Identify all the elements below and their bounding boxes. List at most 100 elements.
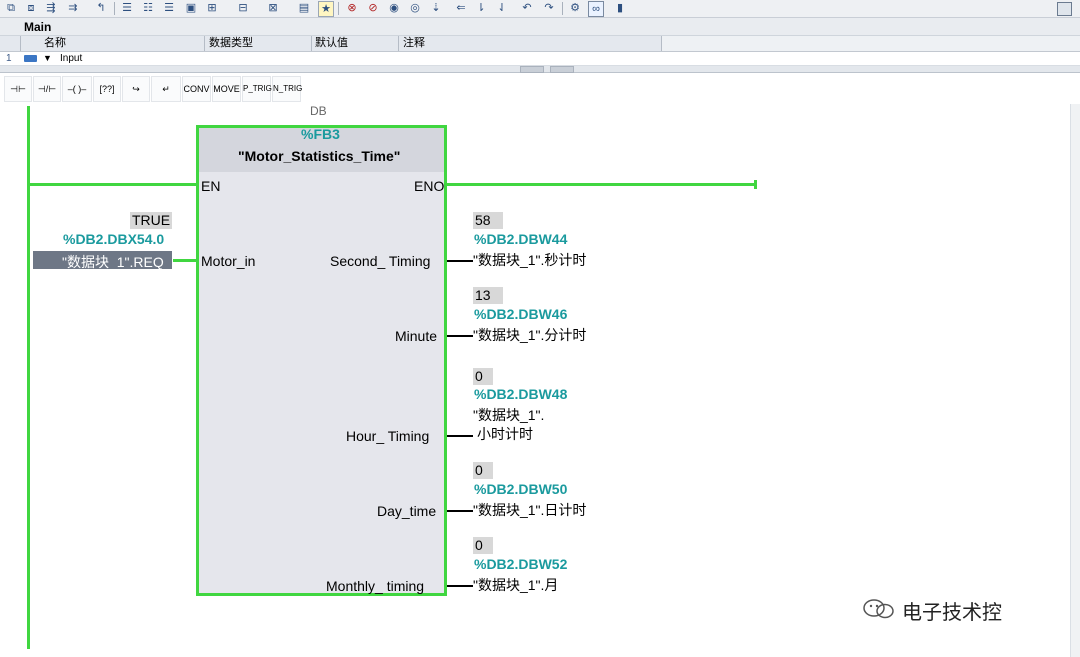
instance-db-label: DB (310, 104, 327, 118)
align-right-icon[interactable]: ☰ (164, 2, 174, 14)
day-time-pin[interactable]: Day_time (377, 503, 437, 519)
network-editor-canvas[interactable] (0, 104, 1080, 657)
fb-address: %FB3 (301, 126, 340, 142)
input-tag[interactable]: "数据块_1".REQ (62, 254, 164, 270)
close-branch-icon[interactable]: ⇉ (68, 2, 78, 14)
input-wire (173, 259, 198, 262)
pane-splitter[interactable] (0, 66, 1080, 73)
minute-tag[interactable]: "数据块_1".分计时 (473, 327, 587, 343)
p-trig-button[interactable]: P_TRIG (242, 76, 272, 102)
en-rung-wire (27, 183, 199, 186)
watermark-text: 电子技术控 (902, 602, 1002, 624)
column-comment[interactable]: 注释 (403, 37, 425, 49)
monthly-timing-tag[interactable]: "数据块_1".月 (473, 577, 559, 593)
coil-icon[interactable]: –( )– (62, 76, 92, 102)
output-wire (447, 260, 473, 262)
open-branch-icon[interactable]: ↪ (122, 76, 150, 102)
previous-error-icon[interactable]: ↶ (522, 2, 532, 14)
window-restore-icon[interactable] (1057, 2, 1072, 16)
row-name: Input (60, 53, 83, 64)
next-error-icon[interactable]: ↷ (544, 2, 554, 14)
second-timing-address: %DB2.DBW44 (474, 231, 568, 247)
output-wire (447, 335, 473, 337)
update-calls-icon[interactable]: ⚙ (570, 2, 580, 14)
disable-breakpoint-icon[interactable]: ◎ (410, 2, 420, 14)
align-center-icon[interactable]: ☷ (143, 2, 153, 14)
input-address: %DB2.DBX54.0 (63, 231, 165, 247)
eno-pin[interactable]: ENO (414, 178, 445, 194)
comment-icon[interactable]: ▣ (185, 2, 197, 14)
hour-timing-tag-line2[interactable]: 小时计时 (477, 426, 533, 442)
second-timing-tag[interactable]: "数据块_1".秒计时 (473, 252, 587, 268)
step-into-icon[interactable]: ⇂ (476, 2, 486, 14)
n-trig-button[interactable]: N_TRIG (272, 76, 302, 102)
tag-info-icon[interactable]: ⊠ (268, 2, 278, 14)
step-out-icon[interactable]: ⇃ (497, 2, 507, 14)
column-name[interactable]: 名称 (44, 37, 66, 49)
block-title: Main (24, 20, 52, 34)
insert-branch-icon[interactable]: ⇶ (46, 2, 56, 14)
modify-icon[interactable]: ▮ (616, 2, 624, 14)
symbol-info-icon[interactable]: ⊟ (238, 2, 248, 14)
fb-name[interactable]: "Motor_Statistics_Time" (238, 148, 401, 164)
enable-breakpoint-icon[interactable]: ◉ (389, 2, 399, 14)
align-left-icon[interactable]: ☰ (122, 2, 132, 14)
row-number: 1 (6, 53, 12, 64)
input-tag-selection[interactable] (33, 251, 172, 269)
function-block-box[interactable] (196, 125, 447, 596)
delete-network-icon[interactable]: ⧈ (27, 2, 35, 14)
input-monitor-value: TRUE (130, 212, 173, 229)
monthly-timing-address: %DB2.DBW52 (474, 556, 568, 572)
en-pin[interactable]: EN (201, 178, 221, 194)
function-block-header (199, 128, 444, 172)
column-default-value[interactable]: 默认值 (315, 37, 348, 49)
hour-timing-value: 0 (473, 368, 493, 385)
expand-triangle-icon[interactable]: ▼ (43, 53, 52, 63)
monthly-timing-pin[interactable]: Monthly_ timing (326, 578, 425, 594)
favorites-icon[interactable]: ★ (318, 1, 334, 17)
no-contact-icon[interactable]: ⊣⊢ (4, 76, 32, 102)
vertical-scrollbar[interactable] (1070, 104, 1080, 657)
main-toolbar: ⧉ ⧈ ⇶ ⇉ ↰ ☰ ☷ ☰ ▣ ⊞ ⊟ ⊠ ▤ ★ ⊗ ⊘ ◉ ◎ ⇣ ⇐ … (0, 0, 1080, 18)
splitter-grip-icon[interactable] (520, 66, 544, 73)
ladder-instruction-toolbar: ⊣⊢ ⊣/⊢ –( )– [??] ↪ ↵ CONV MOVE P_TRIG N… (0, 73, 1080, 103)
power-rail (27, 106, 30, 649)
insert-network-icon[interactable]: ⧉ (7, 2, 15, 14)
block-interface-title: Main (0, 18, 1080, 36)
eno-rung-wire (447, 183, 756, 186)
move-button[interactable]: MOVE (212, 76, 241, 102)
column-header-filler (662, 36, 1080, 52)
output-wire (447, 510, 473, 512)
splitter-grip-icon[interactable] (550, 66, 574, 73)
hour-timing-pin[interactable]: Hour_ Timing (346, 428, 430, 444)
motor-in-pin[interactable]: Motor_in (201, 253, 256, 269)
interface-column-header: 名称 数据类型 默认值 注释 (0, 36, 662, 52)
monthly-timing-value: 0 (473, 537, 493, 554)
absolute-address-icon[interactable]: ⊞ (207, 2, 217, 14)
minute-pin[interactable]: Minute (395, 328, 438, 344)
output-wire (447, 435, 473, 437)
reset-breakpoint-icon[interactable]: ⊗ (347, 2, 357, 14)
hour-timing-address: %DB2.DBW48 (474, 386, 568, 402)
input-section-icon (24, 55, 37, 62)
output-wire (447, 585, 473, 587)
day-time-value: 0 (473, 462, 493, 479)
step-icon[interactable]: ⇣ (431, 2, 441, 14)
monitoring-icon[interactable]: ∞ (588, 1, 604, 17)
delete-breakpoint-icon[interactable]: ⊘ (368, 2, 378, 14)
day-time-tag[interactable]: "数据块_1".日计时 (473, 502, 587, 518)
wechat-logo-icon (863, 599, 894, 619)
column-data-type[interactable]: 数据类型 (209, 37, 253, 49)
day-time-address: %DB2.DBW50 (474, 481, 568, 497)
minute-value: 13 (473, 287, 503, 304)
conv-button[interactable]: CONV (182, 76, 211, 102)
hour-timing-tag-line1[interactable]: "数据块_1". (473, 407, 545, 423)
network-comment-icon[interactable]: ▤ (298, 2, 310, 14)
nc-contact-icon[interactable]: ⊣/⊢ (33, 76, 61, 102)
connect-icon[interactable]: ↰ (96, 2, 106, 14)
step-over-icon[interactable]: ⇐ (456, 2, 466, 14)
second-timing-pin[interactable]: Second_ Timing (330, 253, 431, 269)
empty-box-icon[interactable]: [??] (93, 76, 121, 102)
interface-row-input[interactable]: 1 ▼ Input (0, 52, 1080, 66)
close-branch-icon[interactable]: ↵ (151, 76, 181, 102)
